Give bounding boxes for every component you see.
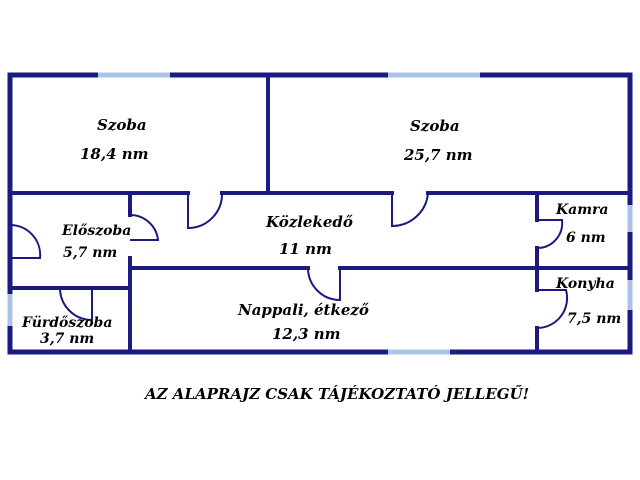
door — [59, 287, 93, 322]
room-area-szoba-right: 25,7 nm — [403, 146, 473, 164]
doors — [9, 192, 569, 330]
room-name-kozlekedo: Közlekedő — [265, 213, 353, 231]
door — [536, 219, 564, 250]
door — [9, 223, 42, 259]
room-area-konyha: 7,5 nm — [567, 311, 621, 327]
room-area-nappali: 12,3 nm — [272, 325, 341, 343]
room-area-eloszoba: 5,7 nm — [63, 245, 117, 261]
door — [129, 213, 160, 241]
interior-walls — [8, 73, 632, 354]
door — [187, 192, 224, 230]
windows — [7, 72, 633, 355]
room-name-kamra: Kamra — [555, 202, 609, 218]
room-name-eloszoba: Előszoba — [61, 223, 131, 239]
room-name-furdoszoba: Fürdőszoba — [21, 315, 112, 331]
room-labels: Szoba 18,4 nm Szoba 25,7 nm Előszoba 5,7… — [21, 116, 621, 347]
room-area-furdoszoba: 3,7 nm — [40, 331, 94, 347]
room-name-nappali: Nappali, étkező — [237, 301, 369, 319]
door — [391, 192, 429, 228]
door — [536, 289, 569, 330]
door — [307, 267, 341, 302]
disclaimer-text: AZ ALAPRAJZ CSAK TÁJÉKOZTATÓ JELLEGŰ! — [143, 385, 529, 403]
room-area-kamra: 6 nm — [566, 230, 606, 246]
room-area-kozlekedo: 11 nm — [279, 240, 332, 258]
room-name-szoba-right: Szoba — [410, 117, 460, 135]
room-area-szoba-left: 18,4 nm — [80, 145, 149, 163]
room-name-konyha: Konyha — [555, 276, 615, 292]
room-name-szoba-left: Szoba — [97, 116, 147, 134]
